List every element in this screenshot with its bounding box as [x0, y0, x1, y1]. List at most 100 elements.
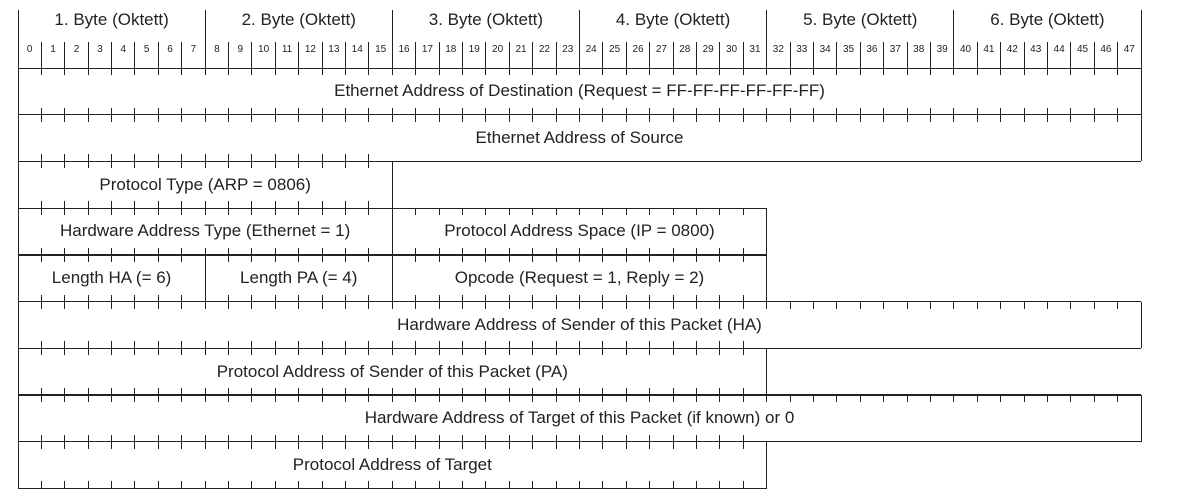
bit-boundary-line	[415, 42, 417, 68]
bit-boundary-line	[345, 42, 347, 68]
bit-tick-down	[87, 208, 89, 216]
bit-tick-down	[368, 208, 370, 216]
bit-tick-down	[438, 301, 440, 309]
bit-tick-down	[555, 68, 557, 75]
bit-tick-up	[111, 341, 113, 349]
bit-tick-down	[532, 394, 534, 402]
bit-tick-down	[181, 114, 183, 122]
field-left-border	[17, 441, 19, 489]
bit-tick-up	[695, 481, 697, 489]
bit-tick-down	[345, 254, 347, 262]
bit-tick-down	[438, 394, 440, 402]
bit-tick-up	[672, 247, 674, 255]
field-label: Hardware Address Type (Ethernet = 1)	[60, 221, 351, 241]
bit-tick-up	[345, 481, 347, 489]
bit-tick-down	[87, 441, 89, 449]
bit-tick-down	[906, 68, 908, 75]
bit-tick-down	[508, 114, 510, 122]
bit-tick-down	[298, 254, 300, 262]
field-left-border	[17, 254, 19, 302]
bit-boundary-line	[1070, 42, 1072, 68]
bit-tick-down	[1117, 301, 1119, 309]
bit-tick-up	[87, 481, 89, 489]
bit-tick-down	[485, 68, 487, 75]
bit-number: 6	[167, 44, 173, 55]
bit-boundary-line	[111, 42, 113, 68]
bit-tick-up	[134, 247, 136, 255]
field-label: Hardware Address of Sender of this Packe…	[397, 314, 762, 334]
bit-tick-up	[204, 434, 206, 442]
bit-tick-down	[64, 301, 66, 309]
bit-tick-up	[532, 247, 534, 255]
bit-tick-down	[64, 161, 66, 169]
bit-tick-down	[415, 114, 417, 122]
field-length-ha: Length HA (= 6)	[18, 255, 205, 302]
bit-tick-down	[789, 301, 791, 309]
bit-tick-down	[345, 161, 347, 169]
bit-tick-down	[695, 394, 697, 402]
bit-tick-down	[462, 208, 464, 216]
bit-tick-up	[625, 341, 627, 349]
bit-tick-down	[836, 114, 838, 122]
bit-tick-down	[485, 348, 487, 356]
bit-number: 33	[796, 44, 808, 55]
bit-tick-up	[274, 341, 276, 349]
byte-boundary-line	[953, 10, 955, 68]
bit-tick-down	[438, 254, 440, 262]
bit-tick-down	[579, 394, 580, 402]
bit-tick-up	[298, 107, 300, 115]
bit-tick-down	[462, 301, 464, 309]
bit-tick-up	[766, 107, 768, 115]
bit-tick-down	[438, 208, 440, 216]
bit-tick-down	[321, 348, 323, 356]
bit-tick-up	[181, 247, 183, 255]
field-right-border	[391, 161, 394, 209]
bit-tick-up	[555, 341, 557, 349]
bit-tick-down	[719, 394, 721, 402]
bit-number: 8	[214, 44, 220, 55]
bit-tick-up	[368, 154, 370, 162]
bit-tick-down	[64, 441, 66, 449]
bit-tick-down	[508, 348, 510, 356]
bit-tick-up	[40, 107, 42, 115]
bit-tick-down	[953, 301, 955, 309]
bit-tick-down	[1000, 394, 1002, 402]
bit-tick-down	[368, 254, 370, 262]
bit-tick-up	[321, 154, 323, 162]
bit-tick-down	[438, 68, 440, 75]
bit-tick-down	[415, 348, 417, 356]
bit-boundary-line	[157, 42, 159, 68]
bit-tick-up	[111, 387, 113, 395]
bit-number: 7	[190, 44, 197, 55]
bit-tick-down	[415, 254, 417, 262]
bit-tick-down	[953, 114, 955, 122]
bit-tick-down	[204, 68, 206, 75]
bit-tick-up	[555, 434, 557, 442]
bit-tick-down	[883, 301, 885, 309]
bit-tick-down	[532, 114, 534, 122]
bit-boundary-line	[906, 42, 908, 68]
bit-tick-down	[883, 114, 885, 122]
bit-tick-up	[345, 434, 347, 442]
bit-tick-down	[579, 441, 580, 449]
bit-tick-up	[228, 434, 230, 442]
field-label: Ethernet Address of Destination (Request…	[334, 81, 825, 101]
bit-tick-down	[40, 301, 42, 309]
bit-tick-down	[929, 68, 931, 75]
bit-tick-up	[345, 341, 347, 349]
bit-tick-up	[976, 107, 978, 115]
bit-tick-down	[579, 301, 580, 309]
bit-tick-down	[508, 441, 510, 449]
bit-tick-up	[602, 387, 604, 395]
bit-tick-down	[1046, 301, 1048, 309]
bit-tick-up	[64, 154, 66, 162]
field-hw-address-type: Hardware Address Type (Ethernet = 1)	[18, 208, 392, 255]
bit-number: 3	[97, 44, 103, 55]
bit-number: 47	[1123, 44, 1135, 55]
bit-number: 13	[328, 44, 340, 55]
bit-tick-up	[625, 107, 627, 115]
bit-tick-down	[742, 208, 744, 216]
bit-tick-down	[766, 68, 768, 75]
bit-tick-up	[40, 341, 42, 349]
bit-tick-down	[672, 114, 674, 122]
